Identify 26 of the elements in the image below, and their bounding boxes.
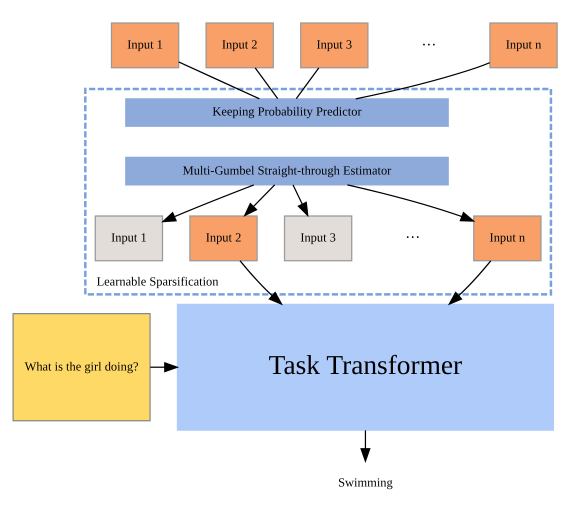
label: ··· [405,230,420,246]
connector [254,67,278,99]
connector [296,67,320,99]
node-box: Multi-Gumbel Straight-through Estimator [125,156,449,186]
node-text: Swimming [338,476,393,490]
arrow [161,184,254,222]
node-box: Input 2 [189,215,258,262]
arrow [347,184,476,222]
connector [178,61,260,100]
arrow [240,260,283,306]
label: ··· [421,37,436,54]
node-box: Input 1 [94,215,164,262]
arrow [448,260,492,306]
node-box: What is the girl doing? [12,313,151,422]
node-box: Input 2 [205,22,274,68]
arrow [243,184,276,217]
arrow [360,430,371,464]
node-box: Input 1 [110,22,180,68]
node-box: Input n [473,215,542,262]
arrow [292,184,309,218]
node-box: Keeping Probability Predictor [125,98,449,127]
node-box: Input n [489,22,558,68]
node-box: Input 3 [284,215,352,262]
node-box: Input 3 [300,22,369,68]
node-box: Task Transformer [176,304,554,431]
arrow [150,362,180,372]
